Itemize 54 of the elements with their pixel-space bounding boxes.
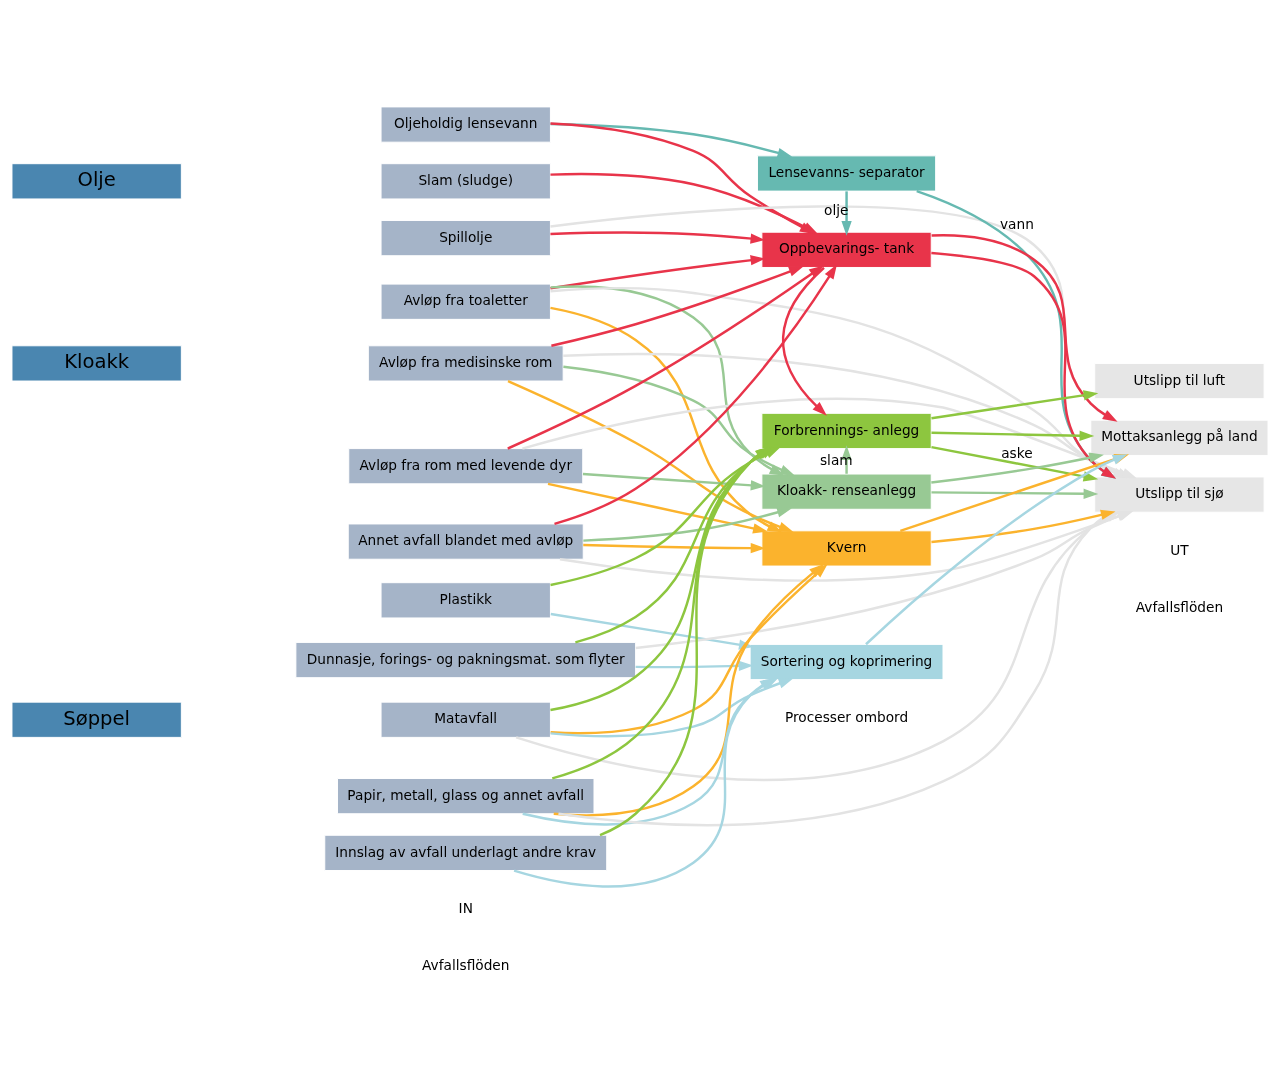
- arrow: [583, 542, 766, 553]
- node-box: Kloakk: [11, 344, 182, 381]
- node-box: Kloakk- renseanlegg: [761, 473, 932, 510]
- node-box: Oppbevarings- tank: [761, 231, 932, 268]
- node-box: Avløp fra medisinske rom: [367, 344, 564, 381]
- label: IN: [458, 899, 473, 916]
- arrow: [550, 284, 785, 476]
- node-box: Utslipp til sjø: [1094, 476, 1265, 513]
- edge-label: vann: [999, 215, 1034, 232]
- label: Processer ombord: [784, 708, 909, 725]
- node-box: Avløp fra toaletter: [380, 283, 551, 320]
- node-box: Spillolje: [380, 219, 551, 256]
- arrow: [931, 389, 1099, 419]
- node-box: Innslag av avfall underlagt andre krav: [324, 834, 608, 871]
- node-box: Olje: [11, 162, 182, 199]
- arrow: [635, 660, 754, 671]
- arrow: [550, 230, 766, 244]
- label: UT: [1170, 541, 1189, 558]
- arrow: [931, 430, 1095, 441]
- node-box: Slam (sludge): [380, 162, 551, 199]
- node-box: Avløp fra rom med levende dyr: [348, 447, 584, 484]
- edge-label: aske: [1001, 444, 1033, 461]
- node-box: Sortering og koprimering: [749, 643, 944, 680]
- arrow: [781, 266, 827, 416]
- label: Avfallsflöden: [422, 956, 510, 973]
- node-box: Søppel: [11, 701, 182, 738]
- node-box: Dunnasje, forings- og pakningsmat. som flyter: [295, 641, 637, 678]
- arrow: [841, 190, 852, 236]
- arrow: [553, 563, 824, 816]
- node-box: Utslipp til luft: [1094, 362, 1265, 399]
- arrow: [550, 254, 766, 289]
- arrow: [563, 365, 795, 475]
- arrow: [558, 509, 1116, 826]
- label: Avfallsflöden: [1135, 598, 1224, 615]
- node-box: Plastikk: [380, 581, 551, 618]
- node-box: Kvern: [761, 529, 932, 567]
- node-box: Lensevanns- separator: [757, 154, 937, 192]
- arrow: [551, 265, 804, 347]
- node-box: Mottaksanlegg på land: [1090, 419, 1269, 456]
- arrow: [931, 509, 1116, 543]
- arrow: [583, 506, 792, 542]
- arrow: [931, 488, 1099, 499]
- node-box: Forbrennings- anlegg: [761, 412, 932, 449]
- node-box: Oljeholdig lensevann: [380, 105, 551, 143]
- node-box: Matavfall: [380, 701, 551, 738]
- edge-label: slam: [819, 451, 853, 468]
- node-box: Annet avfall blandet med avløp: [347, 522, 584, 560]
- node-box: Papir, metall, glass og annet avfall: [337, 777, 595, 814]
- arrow: [547, 482, 768, 533]
- arrow: [507, 264, 824, 450]
- arrow: [554, 263, 837, 525]
- arrow: [931, 452, 1104, 484]
- arrow: [931, 445, 1099, 481]
- arrow: [582, 472, 766, 490]
